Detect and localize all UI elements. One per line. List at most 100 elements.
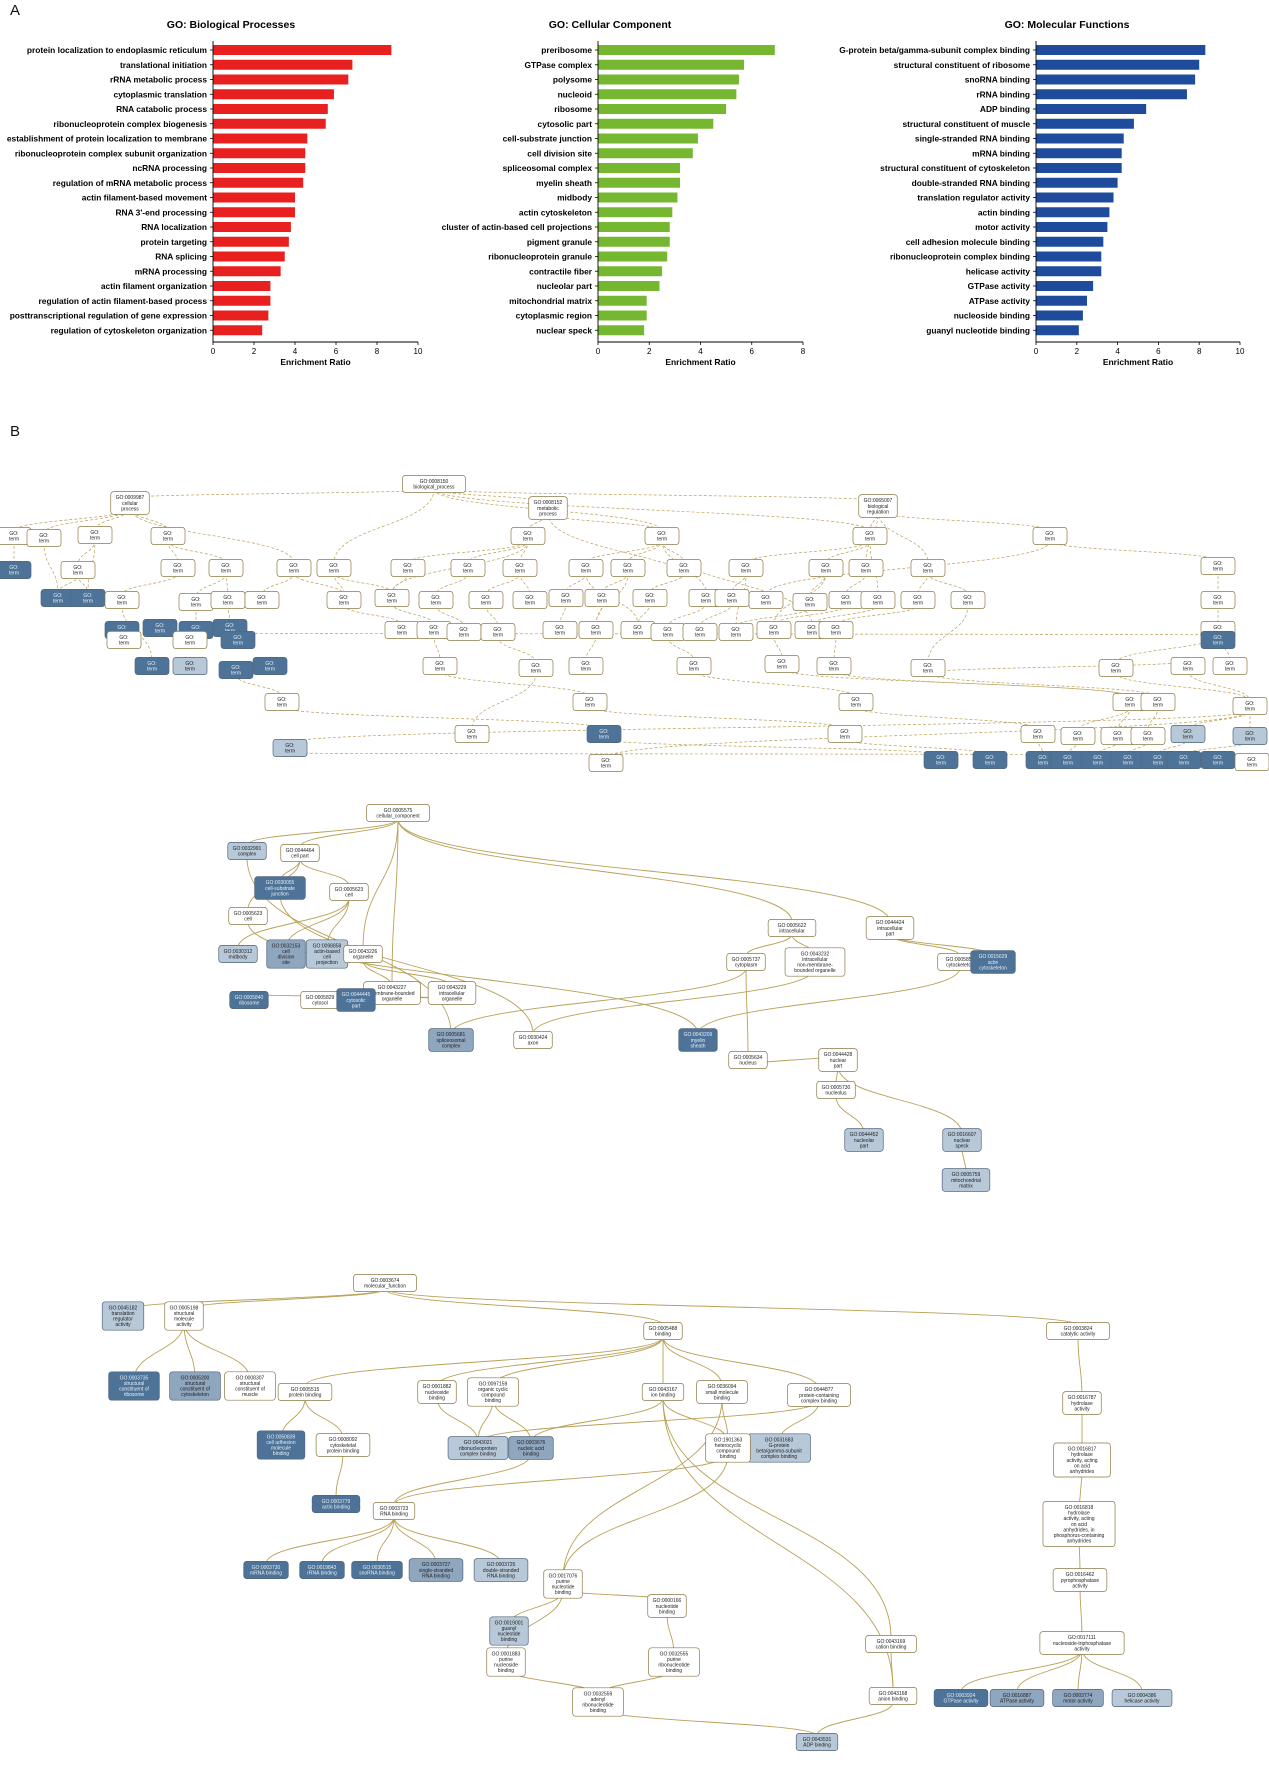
graph-edge — [362, 818, 399, 949]
graph-edge — [433, 488, 879, 502]
x-tick-label: 6 — [334, 347, 339, 356]
node-label: GO:0097159 — [479, 1381, 508, 1387]
graph-edge — [397, 818, 793, 923]
node-label: GO: — [53, 593, 62, 599]
bar-chart-2: GO: Cellular ComponentpreribosomeGTPase … — [442, 19, 806, 367]
node-label: constituent of — [180, 1387, 210, 1393]
node-label: term — [265, 667, 275, 673]
bp-term-node: GO:term — [374, 589, 410, 607]
node-label: structural — [174, 1311, 195, 1317]
node-label: GO:0016818 — [1065, 1505, 1094, 1511]
bp-term-node: GO:term — [446, 623, 482, 641]
node-label: hydrolase — [1068, 1511, 1090, 1517]
node-label: GO:0001882 — [423, 1384, 452, 1390]
bp-term-node: GO:term — [468, 591, 504, 609]
node-label: term — [53, 599, 63, 605]
node-label: GO:0005515 — [291, 1387, 320, 1393]
node-label: GO:0003779 — [322, 1499, 351, 1505]
node-label: RNA binding — [422, 1573, 450, 1579]
node-label: cytoskeleton — [181, 1392, 209, 1398]
node-label: GO:0043209 — [684, 1032, 713, 1038]
bar — [598, 266, 663, 277]
node-label: GO: — [1179, 755, 1188, 761]
graph-edge — [391, 818, 399, 988]
bp-term-node: GO:term — [142, 619, 178, 637]
node-label: GO: — [1153, 697, 1162, 703]
node-label: term — [1073, 737, 1083, 743]
bp-term-node: GO:term — [572, 693, 608, 711]
bar — [1036, 133, 1124, 144]
node-label: term — [1143, 737, 1153, 743]
node-label: non-membrane- — [797, 963, 833, 969]
node-label: GO: — [585, 697, 594, 703]
node-label: GO: — [741, 563, 750, 569]
node-label: GO: — [840, 729, 849, 735]
node-label: term — [117, 601, 127, 607]
category-label: ncRNA processing — [132, 163, 207, 173]
node-label: binding — [485, 1398, 501, 1404]
bar — [1036, 236, 1104, 247]
node-label: term — [831, 631, 841, 637]
graph-edge — [1081, 1648, 1143, 1693]
node-label: GO:0016887 — [1003, 1693, 1032, 1699]
bp-term-node: GO:term — [220, 631, 256, 649]
graph-edge — [1187, 670, 1251, 702]
bar — [598, 251, 668, 262]
node-label: term — [841, 601, 851, 607]
graph-edge — [773, 572, 827, 626]
node-label: organic cyclic — [478, 1387, 509, 1393]
category-label: structural constituent of muscle — [902, 119, 1030, 129]
x-axis-label: Enrichment Ratio — [665, 357, 735, 367]
bp-term-node: GO:term — [134, 657, 170, 675]
node-label: term — [1213, 567, 1223, 573]
node-label: GO: — [231, 665, 240, 671]
node-label: GO:0003824 — [1064, 1326, 1093, 1332]
node-label: term — [525, 601, 535, 607]
node-label: protein binding — [289, 1393, 322, 1399]
node-label: term — [1111, 669, 1121, 675]
bar — [213, 266, 281, 277]
bp-term-node: GO:term — [172, 631, 208, 649]
category-label: protein localization to endoplasmic reti… — [27, 45, 207, 55]
category-label: regulation of actin filament-based proce… — [39, 296, 208, 306]
graph-edge — [247, 921, 699, 1035]
node-label: GO:0003727 — [422, 1562, 451, 1568]
node-label: GO:0043168 — [879, 1691, 908, 1697]
node-label: GO: — [257, 595, 266, 601]
node-label: term — [1063, 761, 1073, 767]
bp-term-node: GO:term — [172, 657, 208, 675]
graph-edge — [837, 1065, 963, 1135]
bp-term-node: GO:term — [1166, 751, 1202, 769]
node-label: GO: — [1073, 731, 1082, 737]
node-label: GO: — [285, 743, 294, 749]
node-label: spliceosomal — [437, 1038, 466, 1044]
node-label: term — [289, 569, 299, 575]
node-label: term — [1038, 761, 1048, 767]
graph-edge — [321, 1516, 395, 1565]
node-label: GO: — [805, 597, 814, 603]
category-label: midbody — [557, 193, 592, 203]
node-label: term — [191, 603, 201, 609]
node-label: GO:0017076 — [549, 1573, 578, 1579]
node-label: GO:0044445 — [342, 992, 371, 998]
node-label: part — [886, 931, 895, 937]
graph-edge — [532, 967, 816, 1035]
node-label: GO:0004386 — [1128, 1693, 1157, 1699]
node-label: GO:0043021 — [464, 1440, 493, 1446]
node-label: activity, acting — [1063, 1516, 1094, 1522]
bar — [598, 133, 698, 144]
x-tick-label: 6 — [1156, 347, 1161, 356]
graph-edge — [662, 1397, 892, 1639]
node-label: GO: — [679, 563, 688, 569]
